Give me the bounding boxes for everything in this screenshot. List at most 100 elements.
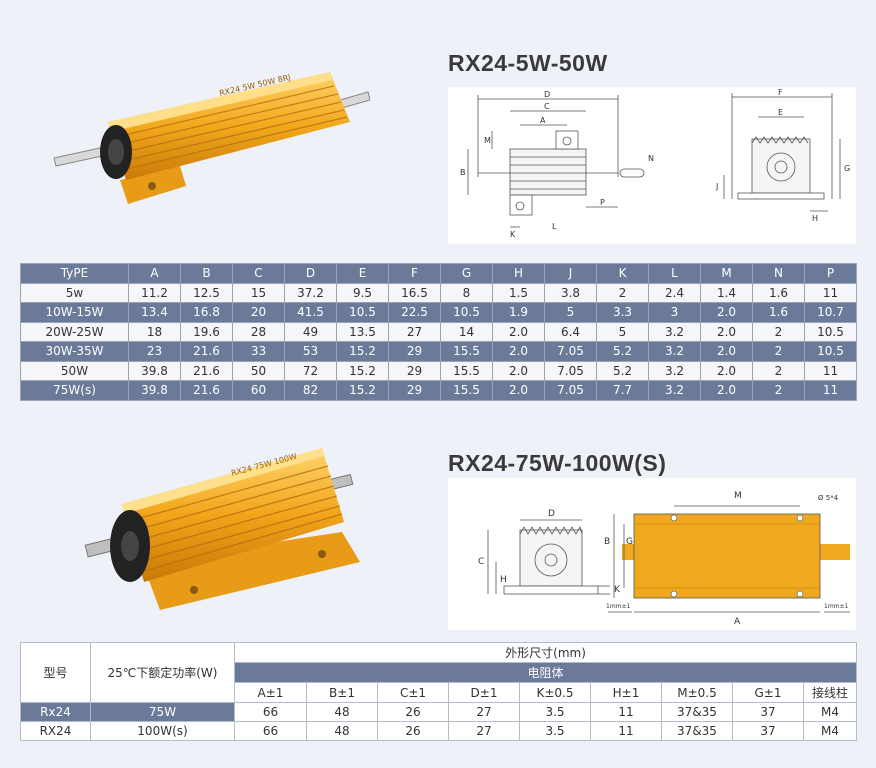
table-cell: 10.5 bbox=[804, 321, 857, 342]
table-cell: 23 bbox=[128, 341, 181, 362]
table-cell: 2.0 bbox=[492, 380, 545, 401]
table-header-cell: H bbox=[492, 263, 545, 284]
dim2-label-D: D bbox=[548, 509, 555, 519]
table-cell: 2 bbox=[752, 360, 805, 381]
table-cell: 1.4 bbox=[700, 282, 753, 303]
table-cell: 37 bbox=[732, 702, 804, 722]
table-cell: 7.05 bbox=[544, 341, 597, 362]
table-cell: 27 bbox=[448, 721, 520, 741]
table-cell: 10.5 bbox=[336, 302, 389, 323]
table-header-cell: E bbox=[336, 263, 389, 284]
table-cell: 2 bbox=[752, 380, 805, 401]
table-cell: 3.5 bbox=[519, 721, 591, 741]
table-cell: 27 bbox=[448, 702, 520, 722]
table-cell: 20W-25W bbox=[20, 321, 129, 342]
table-cell: 11 bbox=[590, 702, 662, 722]
table-cell: 2.0 bbox=[700, 321, 753, 342]
table-cell: 15.2 bbox=[336, 380, 389, 401]
table-cell: 10.7 bbox=[804, 302, 857, 323]
table-header-cell: M bbox=[700, 263, 753, 284]
col-header-model: 型号 bbox=[20, 642, 91, 703]
sub-header-cell: C±1 bbox=[377, 682, 449, 703]
table-cell: 39.8 bbox=[128, 360, 181, 381]
dim-label-K: K bbox=[510, 230, 516, 239]
table-cell: 2.0 bbox=[700, 380, 753, 401]
dim-label-A: A bbox=[540, 116, 546, 125]
dim2-label-A: A bbox=[734, 617, 741, 627]
table-cell: 11 bbox=[804, 360, 857, 381]
sub-header-cell: D±1 bbox=[448, 682, 520, 703]
table-cell: 7.05 bbox=[544, 380, 597, 401]
table-cell: 37 bbox=[732, 721, 804, 741]
product-image-rx24-50w: RX24 5W 50W 8RJ bbox=[50, 62, 371, 212]
table-cell: 37&35 bbox=[661, 721, 733, 741]
table-header-cell: A bbox=[128, 263, 181, 284]
dim2-label-G: G bbox=[626, 537, 633, 547]
table-cell: 41.5 bbox=[284, 302, 337, 323]
table-cell: 7.7 bbox=[596, 380, 649, 401]
table-cell: 50W bbox=[20, 360, 129, 381]
table-cell: 2.0 bbox=[700, 360, 753, 381]
table-cell: 5.2 bbox=[596, 341, 649, 362]
table-cell: 3 bbox=[648, 302, 701, 323]
table-cell: 2.0 bbox=[492, 360, 545, 381]
table-cell: 5 bbox=[544, 302, 597, 323]
table-cell: 10W-15W bbox=[20, 302, 129, 323]
table-cell: 33 bbox=[232, 341, 285, 362]
table-header-cell: B bbox=[180, 263, 233, 284]
table-cell: 26 bbox=[377, 702, 449, 722]
table-cell: 10.5 bbox=[440, 302, 493, 323]
table-cell: 49 bbox=[284, 321, 337, 342]
table-cell: 9.5 bbox=[336, 282, 389, 303]
table-cell: 11 bbox=[804, 282, 857, 303]
dim2-label-H: H bbox=[500, 575, 507, 585]
dim-label-E: E bbox=[778, 108, 783, 117]
table-cell: 48 bbox=[306, 702, 378, 722]
table-cell: 29 bbox=[388, 360, 441, 381]
product-image-rx24-100w: RX24 75W 100W bbox=[82, 442, 362, 617]
table-header-cell: G bbox=[440, 263, 493, 284]
table-cell: 66 bbox=[234, 721, 307, 741]
sub-header-cell: M±0.5 bbox=[661, 682, 733, 703]
table-cell: 29 bbox=[388, 380, 441, 401]
table-header-cell: N bbox=[752, 263, 805, 284]
table-cell: 5 bbox=[596, 321, 649, 342]
dim-label-M: M bbox=[484, 136, 491, 145]
table-header-cell: TyPE bbox=[20, 263, 129, 284]
table-cell: 21.6 bbox=[180, 380, 233, 401]
table-cell: M4 bbox=[802, 721, 858, 741]
table-cell: 15.5 bbox=[440, 380, 493, 401]
dim-label-P: P bbox=[600, 198, 605, 207]
table-cell: 1.9 bbox=[492, 302, 545, 323]
table-cell: 15.2 bbox=[336, 341, 389, 362]
table-cell: 48 bbox=[306, 721, 378, 741]
section2-title: RX24-75W-100W(S) bbox=[448, 450, 667, 476]
table-cell: M4 bbox=[802, 702, 858, 722]
table-header-cell: C bbox=[232, 263, 285, 284]
table-cell: 26 bbox=[377, 721, 449, 741]
sub-header-cell: K±0.5 bbox=[519, 682, 591, 703]
table-cell: 50 bbox=[232, 360, 285, 381]
table-cell: 39.8 bbox=[128, 380, 181, 401]
table-cell: 15.2 bbox=[336, 360, 389, 381]
table-cell: 6.4 bbox=[544, 321, 597, 342]
table-cell: 22.5 bbox=[388, 302, 441, 323]
table-cell: 2.4 bbox=[648, 282, 701, 303]
table-cell: 3.3 bbox=[596, 302, 649, 323]
table-cell: Rx24 bbox=[20, 702, 91, 722]
table-header-cell: F bbox=[388, 263, 441, 284]
table-cell: 11 bbox=[804, 380, 857, 401]
table-cell: 8 bbox=[440, 282, 493, 303]
table-cell: 2.0 bbox=[492, 321, 545, 342]
table-cell: 75W bbox=[90, 702, 235, 722]
dim2-label-left-scale: 1mm±1 bbox=[606, 603, 631, 610]
